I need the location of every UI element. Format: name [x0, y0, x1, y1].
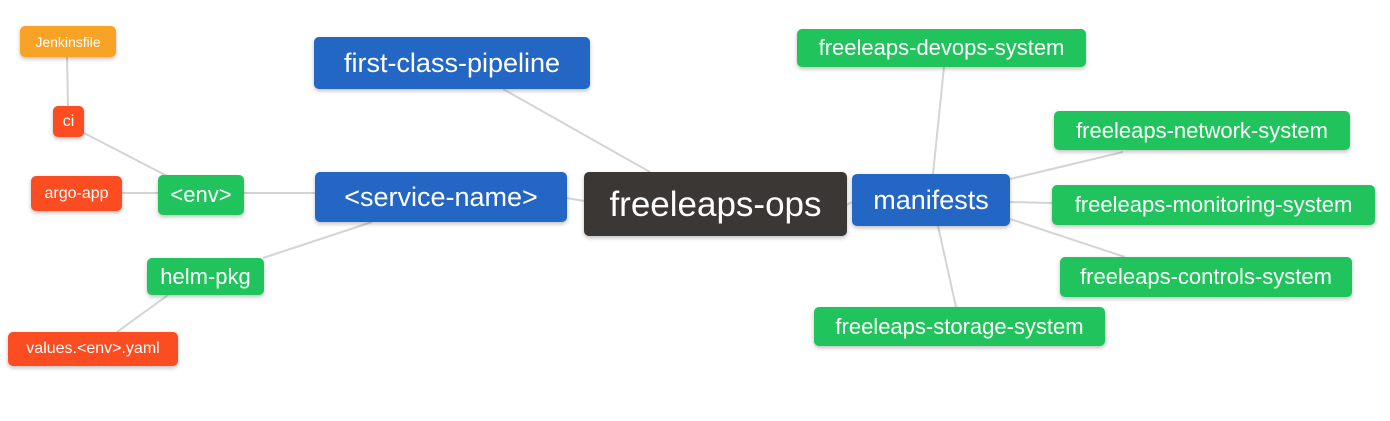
edge-manifests-network-system	[1009, 151, 1124, 180]
node-freeleaps-storage-system[interactable]: freeleaps-storage-system	[814, 307, 1105, 346]
edge-manifests-controls-system	[1009, 218, 1126, 258]
node-service-name[interactable]: <service-name>	[315, 172, 567, 222]
node-freeleaps-network-system[interactable]: freeleaps-network-system	[1054, 111, 1350, 150]
node-helm-pkg[interactable]: helm-pkg	[147, 258, 264, 295]
edge-freeleaps-ops-manifests	[846, 201, 853, 206]
edge-service-name-freeleaps-ops	[566, 197, 585, 202]
edge-values-helm-pkg	[116, 294, 169, 333]
edge-manifests-storage-system	[937, 225, 957, 308]
edge-pipeline-freeleaps-ops	[502, 88, 651, 173]
edge-helm-pkg-service-name	[262, 221, 373, 259]
edge-ci-env	[83, 132, 168, 177]
node-ci[interactable]: ci	[53, 106, 84, 137]
edge-jenkinsfile-ci	[66, 56, 69, 107]
node-argo-app[interactable]: argo-app	[31, 176, 122, 211]
node-freeleaps-monitoring-system[interactable]: freeleaps-monitoring-system	[1052, 185, 1375, 225]
edge-manifests-devops-system	[932, 66, 945, 175]
node-env[interactable]: <env>	[158, 175, 244, 215]
node-first-class-pipeline[interactable]: first-class-pipeline	[314, 37, 590, 89]
node-freeleaps-ops[interactable]: freeleaps-ops	[584, 172, 847, 236]
node-manifests[interactable]: manifests	[852, 174, 1010, 226]
node-freeleaps-controls-system[interactable]: freeleaps-controls-system	[1060, 257, 1352, 297]
node-values-env-yaml[interactable]: values.<env>.yaml	[8, 332, 178, 366]
node-jenkinsfile[interactable]: Jenkinsfile	[20, 26, 116, 57]
node-freeleaps-devops-system[interactable]: freeleaps-devops-system	[797, 29, 1086, 67]
edge-manifests-monitoring-system	[1009, 201, 1053, 204]
